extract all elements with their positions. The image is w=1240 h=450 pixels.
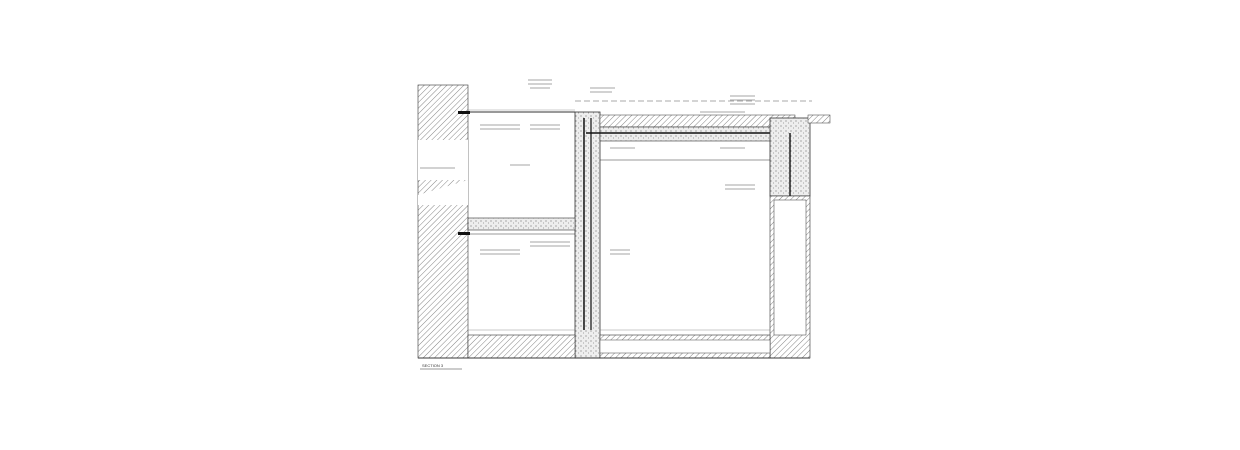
anchor-left — [458, 111, 470, 114]
annotation-notes — [420, 79, 755, 255]
section-title: SECTION 3 — [422, 363, 444, 368]
roof-hatch — [599, 114, 796, 128]
concrete-column — [574, 111, 601, 359]
mid-slab — [467, 217, 576, 231]
right-ground — [807, 114, 831, 124]
left-soil — [417, 84, 469, 359]
pit — [599, 339, 771, 354]
right-footing — [773, 199, 807, 336]
left-basement-void — [418, 140, 468, 180]
left-floor — [467, 334, 576, 359]
roof-slab — [599, 126, 776, 142]
anchor-mid — [458, 232, 470, 235]
left-slope — [418, 180, 468, 205]
